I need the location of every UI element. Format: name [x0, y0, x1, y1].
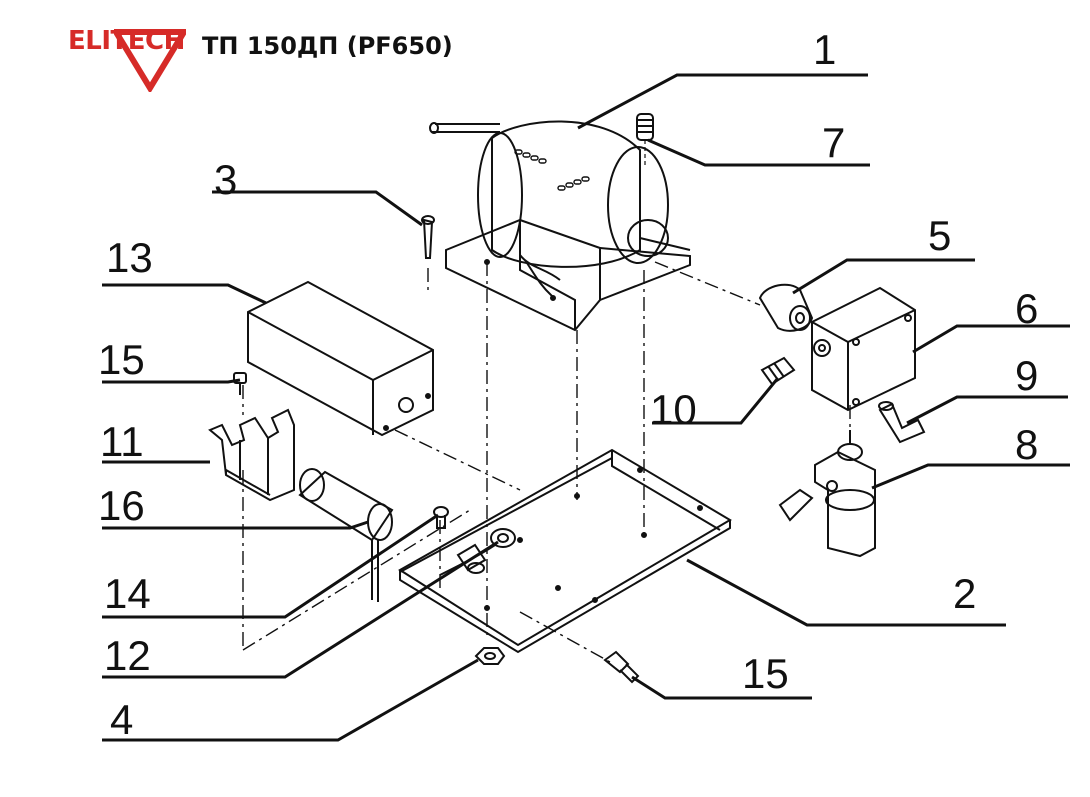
callout-13: 13 — [106, 234, 153, 281]
filter-part — [778, 430, 876, 558]
coupling-part — [758, 283, 814, 332]
screw-part — [421, 215, 435, 259]
model-title: ТП 150ДП (PF650) — [202, 32, 453, 60]
header: ELITECH ТП 150ДП (PF650) — [62, 18, 502, 98]
ground-screw-part — [433, 506, 449, 529]
elitech-logo-mark — [114, 29, 186, 92]
callout-8: 8 — [1015, 421, 1038, 468]
callout-3: 3 — [214, 156, 237, 203]
screw-part-upper — [233, 372, 247, 395]
callout-4: 4 — [110, 696, 133, 743]
callout-15-upper: 15 — [98, 336, 145, 383]
callout-16: 16 — [98, 482, 145, 529]
callout-1: 1 — [813, 26, 836, 73]
callout-7: 7 — [822, 119, 845, 166]
capacitor-part — [298, 468, 394, 602]
leader-lines — [102, 73, 1070, 742]
callout-5: 5 — [928, 212, 951, 259]
capacitor-housing-part — [247, 280, 434, 437]
ground-ring-part — [439, 528, 516, 576]
callout-10: 10 — [650, 386, 697, 433]
motor-part — [429, 120, 691, 332]
base-tray-part — [398, 448, 732, 654]
callout-labels: 1 7 3 5 13 6 15 9 10 11 8 16 2 14 12 15 … — [98, 26, 1038, 743]
callout-12: 12 — [104, 632, 151, 679]
callout-15-lower: 15 — [742, 650, 789, 697]
callout-2: 2 — [953, 570, 976, 617]
nut-part — [474, 647, 506, 665]
motor-vent-slots — [514, 149, 590, 191]
callout-14: 14 — [104, 570, 151, 617]
callout-11: 11 — [100, 418, 144, 465]
callout-9: 9 — [1015, 352, 1038, 399]
callout-6: 6 — [1015, 285, 1038, 332]
elbow-fitting-part — [878, 401, 926, 444]
capacitor-clamp-part — [208, 408, 295, 502]
pump-part — [811, 286, 916, 412]
set-screw-part — [636, 113, 654, 168]
alignment-lines — [242, 261, 851, 663]
brand-logo-text: ELITECH — [68, 26, 185, 56]
